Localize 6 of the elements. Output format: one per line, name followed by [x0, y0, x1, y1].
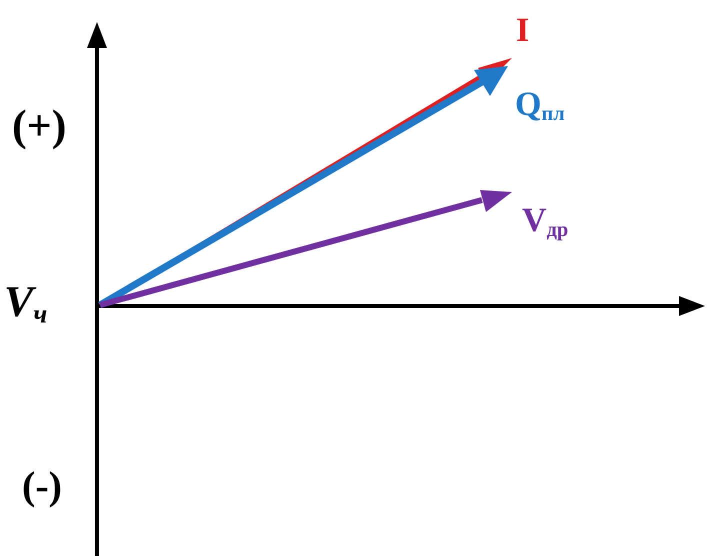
vector-label: V$_{др}$: [522, 204, 568, 240]
axis-label: (+): [12, 104, 66, 148]
axis-label: (-): [22, 466, 62, 506]
vector-label: Q$_{пл}$: [515, 88, 565, 124]
origin-label: V$_{ч}$: [4, 280, 48, 327]
vector-label: I: [516, 14, 530, 48]
